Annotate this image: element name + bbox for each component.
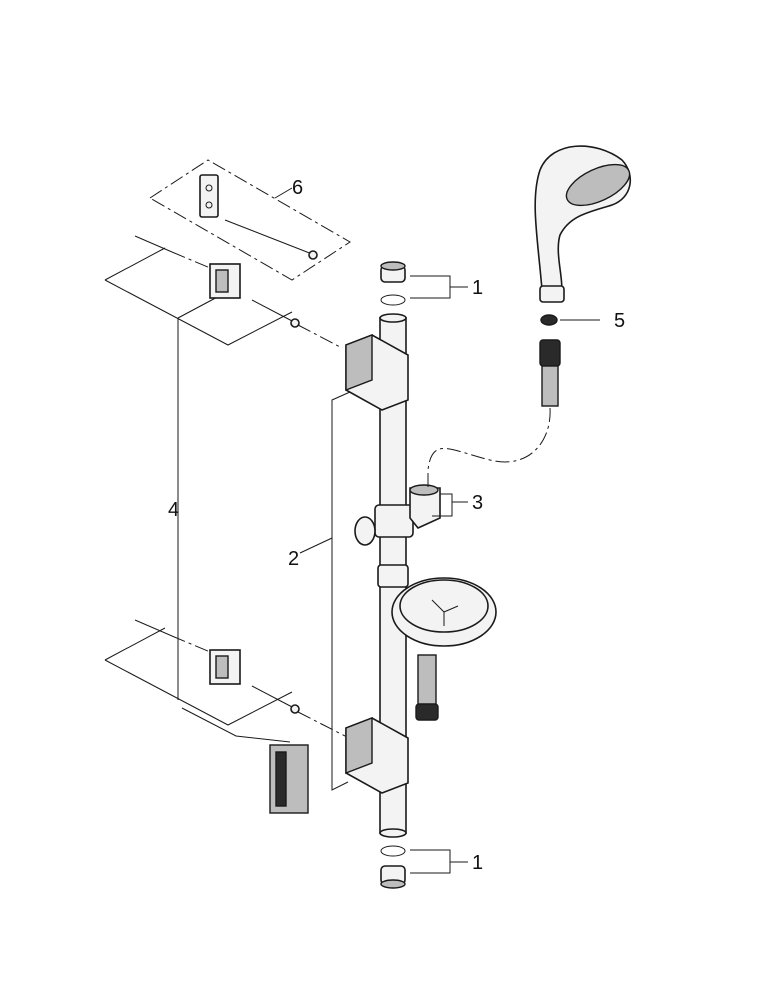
hand-shower-connector	[539, 285, 565, 303]
lower-plug-axis	[171, 635, 216, 655]
part-1-bottom-bracket-line	[410, 849, 451, 874]
soap-dish-drain	[431, 599, 459, 626]
part-6-hole-2	[205, 201, 213, 209]
part-1-top-bracket-line	[410, 275, 451, 299]
lower-plane-edge	[104, 627, 166, 661]
callout-4: 4	[168, 499, 179, 521]
soap-dish-inner	[399, 579, 489, 633]
hand-shower	[534, 145, 631, 303]
part-6-outline	[149, 159, 351, 281]
lower-screw-head	[290, 704, 300, 714]
part-2-bracket-line	[331, 391, 351, 791]
part-5-washer	[540, 314, 600, 326]
upper-clip-inner	[215, 269, 229, 293]
callout-6: 6	[292, 177, 303, 199]
upper-screw-head	[290, 318, 300, 328]
hose-nut-top	[539, 339, 561, 367]
rail-bottom-rim	[379, 828, 407, 838]
part-6-screw-head	[308, 250, 318, 260]
hand-shower-spray-face	[565, 163, 631, 207]
upper-plug-axis	[171, 251, 216, 271]
cradle-rim	[409, 484, 439, 496]
part-6-wall-plate-kit	[149, 159, 351, 281]
callout-3: 3	[472, 492, 483, 514]
upper-wall-plug	[134, 235, 173, 253]
part-6-screw	[224, 219, 313, 255]
lower-wall-plug	[134, 619, 173, 637]
shower-hose	[427, 339, 561, 488]
part-1-end-cap-top	[380, 261, 468, 306]
top-cap-rim	[380, 261, 406, 271]
hose-ferrule-top	[541, 365, 559, 407]
upper-bracket-screw	[251, 299, 295, 323]
soap-dish-clamp	[377, 564, 409, 588]
lower-plane-edge-2	[104, 659, 293, 726]
lower-bracket-assembly	[104, 619, 346, 814]
lower-bracket-screw	[251, 685, 295, 709]
part-3-slider	[354, 484, 468, 546]
lower-holder-side	[345, 716, 373, 775]
callout-1-top: 1	[472, 277, 483, 299]
lower-clip-inner	[215, 655, 229, 679]
bottom-cap-rim	[380, 879, 406, 889]
part-1-end-cap-bottom	[380, 845, 468, 889]
upper-plane-edge	[104, 247, 166, 281]
callout-labels: 1 1 2 3 4 5 6	[168, 177, 625, 874]
soap-dish-screw	[417, 654, 437, 712]
part-6-spacer-block	[199, 174, 219, 218]
lower-jig-lead	[181, 707, 291, 743]
upper-plane-edge-2	[104, 279, 293, 346]
upper-bracket-assembly	[104, 235, 343, 349]
callout-5: 5	[614, 310, 625, 332]
rail-top-rim	[379, 313, 407, 323]
washer	[540, 314, 558, 326]
slider-body	[374, 504, 414, 538]
hose-dashed-path	[427, 407, 551, 488]
soap-dish	[377, 564, 497, 721]
bottom-o-ring	[380, 845, 406, 857]
part-6-leader	[274, 187, 293, 199]
top-o-ring	[380, 294, 406, 306]
lower-screw-axis	[297, 711, 346, 737]
callout-2: 2	[288, 548, 299, 570]
slider-knob	[354, 516, 376, 546]
upper-screw-axis	[297, 324, 343, 349]
part-2-leader	[299, 537, 333, 554]
part-3-bracket-line	[432, 493, 453, 517]
upper-holder-side	[345, 333, 373, 392]
part-6-hole	[205, 184, 213, 192]
callout-1-bottom: 1	[472, 852, 483, 874]
drilling-jig-slot	[275, 751, 287, 807]
soap-dish-screw-knob	[415, 703, 439, 721]
